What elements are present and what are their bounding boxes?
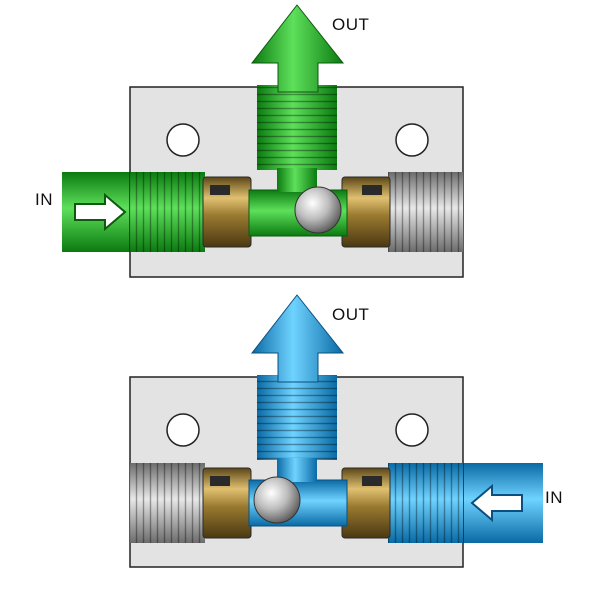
bottom-in-arrow — [470, 483, 523, 523]
top-shuttle-ball — [294, 186, 342, 234]
top-valve-assembly — [62, 4, 464, 278]
top-right-bolt-hole — [395, 123, 429, 157]
top-in-label: IN — [35, 190, 53, 209]
top-out-label: OUT — [332, 15, 370, 34]
bottom-shuttle-ball — [253, 476, 301, 524]
bottom-left-bolt-hole — [166, 413, 200, 447]
bottom-valve-assembly — [129, 294, 543, 568]
top-out-arrow — [250, 4, 345, 93]
bottom-in-label: IN — [545, 488, 563, 507]
bottom-out-label: OUT — [332, 305, 370, 324]
top-left-bolt-hole — [166, 123, 200, 157]
bottom-right-bolt-hole — [395, 413, 429, 447]
bottom-out-arrow — [250, 294, 345, 383]
top-in-arrow — [74, 192, 127, 232]
